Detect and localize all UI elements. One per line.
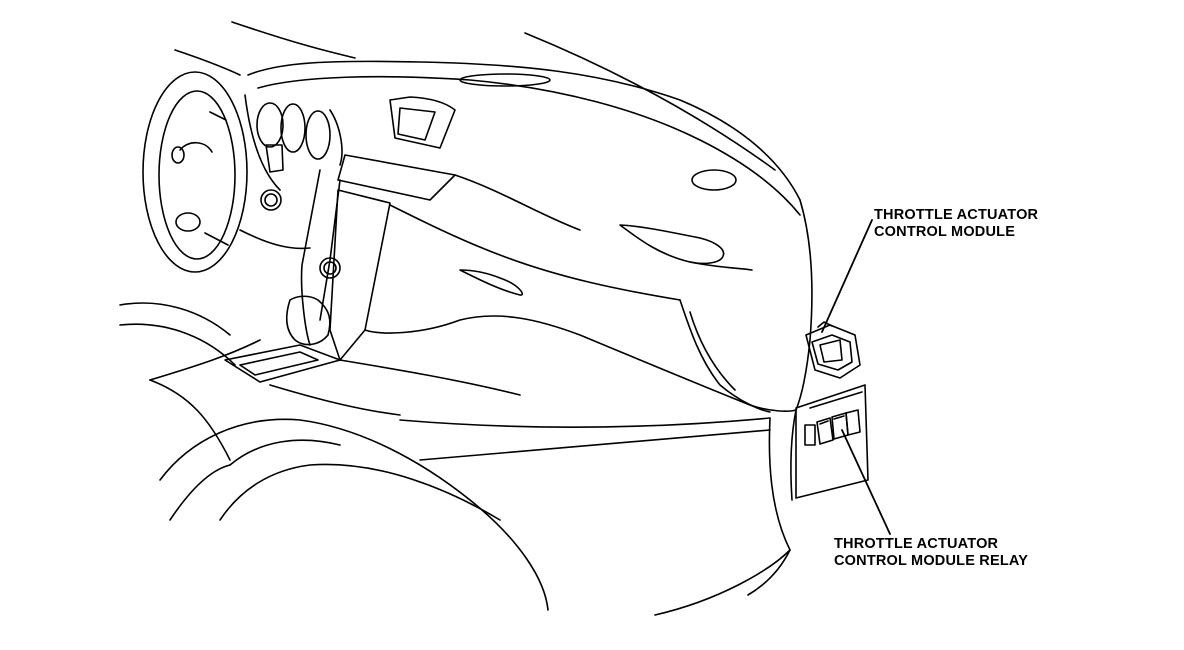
relay-panel-part bbox=[795, 384, 869, 499]
leader-line-module bbox=[821, 219, 873, 333]
right-seat bbox=[159, 418, 549, 611]
callout-relay-line-1: THROTTLE ACTUATOR bbox=[834, 536, 999, 552]
windshield-lines bbox=[174, 21, 776, 171]
callout-throttle-actuator-control-module: THROTTLE ACTUATOR CONTROL MODULE bbox=[874, 207, 1038, 241]
leader-line-relay bbox=[841, 429, 891, 535]
gear-shifter bbox=[149, 295, 521, 416]
leader-lines bbox=[821, 219, 891, 535]
callout-module-line-1: THROTTLE ACTUATOR bbox=[874, 207, 1039, 223]
floor-and-door bbox=[399, 409, 797, 616]
throttle-actuator-control-module-part bbox=[805, 321, 861, 379]
instrument-cluster bbox=[239, 94, 343, 250]
callout-module-line-2: CONTROL MODULE bbox=[874, 224, 1016, 240]
callout-relay-line-2: CONTROL MODULE RELAY bbox=[834, 553, 1029, 569]
left-seat bbox=[119, 302, 236, 461]
center-console bbox=[300, 96, 581, 361]
lower-dash bbox=[364, 204, 797, 413]
callout-throttle-actuator-control-module-relay: THROTTLE ACTUATOR CONTROL MODULE RELAY bbox=[834, 536, 1028, 570]
steering-wheel bbox=[142, 71, 248, 273]
